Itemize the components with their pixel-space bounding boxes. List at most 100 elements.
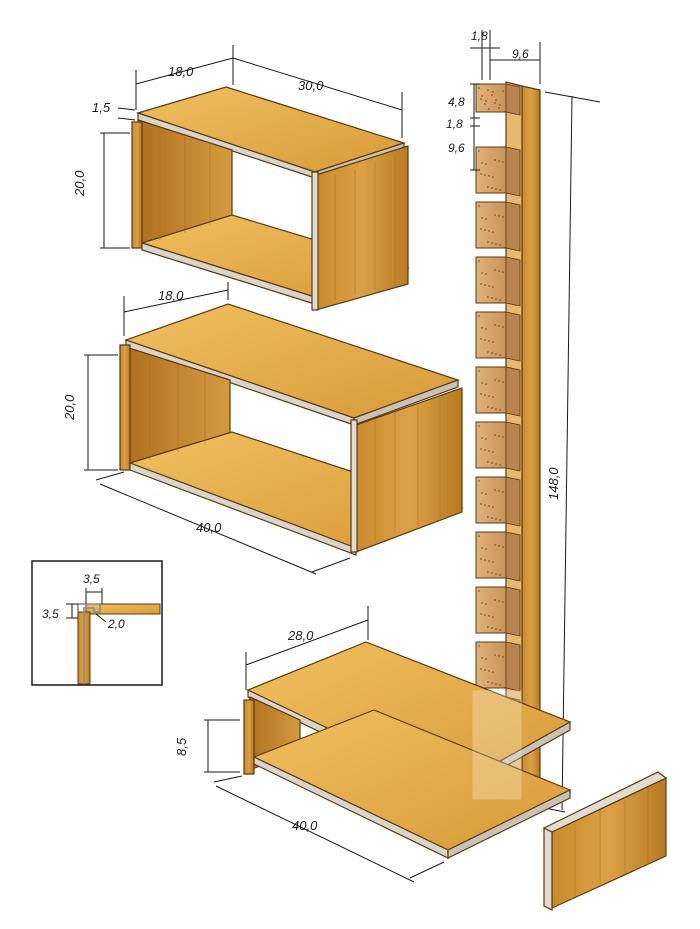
- cork-texture-dot: [492, 91, 494, 93]
- cork-texture-dot: [492, 561, 494, 563]
- cork-texture-dot: [492, 671, 494, 673]
- cork-texture-dot: [502, 491, 504, 493]
- column-slot-label: 1,8: [471, 29, 488, 43]
- joint-detail-inset: [31, 560, 163, 686]
- cork-block-side: [505, 586, 521, 637]
- cork-texture-dot: [502, 271, 504, 273]
- cork-texture-dot: [492, 231, 494, 233]
- cork-texture-dot: [485, 100, 487, 102]
- cork-texture-dot: [478, 150, 480, 152]
- cork-texture-dot: [478, 645, 480, 647]
- cork-texture-dot: [492, 176, 494, 178]
- detail-groove-label: 3,5: [83, 572, 100, 586]
- bottom-shelf-depth-label: 28,0: [287, 628, 314, 643]
- cork-texture-dot: [485, 163, 487, 165]
- cork-block-side: [505, 531, 521, 582]
- cork-texture-dot: [492, 451, 494, 453]
- cork-block-side: [505, 83, 521, 116]
- cork-texture-dot: [499, 629, 501, 631]
- cork-texture-dot: [480, 173, 482, 175]
- cork-texture-dot: [491, 94, 493, 96]
- cork-texture-dot: [502, 216, 504, 218]
- cork-texture-dot: [485, 383, 487, 385]
- cork-texture-dot: [495, 188, 497, 190]
- cork-texture-dot: [480, 393, 482, 395]
- cork-block-side: [505, 421, 521, 472]
- cork-texture-dot: [498, 160, 500, 162]
- detail-board-label: 2,0: [107, 617, 125, 631]
- cork-texture-dot: [488, 560, 490, 562]
- cork-texture-dot: [491, 187, 493, 189]
- cork-texture-dot: [487, 89, 489, 91]
- bottom-shelf-height-label: 8,5: [174, 737, 189, 756]
- cork-texture-dot: [492, 506, 494, 508]
- cork-texture-dot: [478, 87, 480, 89]
- cork-texture-dot: [481, 492, 483, 494]
- cork-texture-dot: [484, 103, 486, 105]
- cork-texture-dot: [484, 339, 486, 341]
- cork-texture-dot: [495, 683, 497, 685]
- column-total-label: 148,0: [546, 467, 561, 500]
- cork-texture-dot: [502, 90, 504, 92]
- detail-depth-label: 3,5: [42, 607, 59, 621]
- cork-texture-dot: [485, 603, 487, 605]
- cork-texture-dot: [488, 340, 490, 342]
- cork-texture-dot: [484, 394, 486, 396]
- cork-texture-dot: [484, 504, 486, 506]
- loose-side-panel: [542, 771, 668, 911]
- cork-texture-dot: [494, 379, 496, 381]
- cork-texture-dot: [492, 286, 494, 288]
- cork-texture-dot: [480, 558, 482, 560]
- column-width-label: 9,6: [512, 47, 529, 61]
- column-gap-label: 1,8: [446, 117, 463, 131]
- cork-block: [475, 311, 507, 359]
- cork-texture-dot: [502, 326, 504, 328]
- cork-texture-dot: [491, 407, 493, 409]
- cork-texture-dot: [491, 462, 493, 464]
- bottom-shelf-width-label: 40,0: [292, 818, 318, 833]
- cork-texture-dot: [491, 297, 493, 299]
- cork-texture-dot: [498, 490, 500, 492]
- cork-texture-dot: [494, 102, 496, 104]
- cork-texture-dot: [495, 518, 497, 520]
- cork-texture-dot: [488, 108, 490, 110]
- cork-texture-dot: [494, 159, 496, 161]
- cork-block: [475, 641, 507, 689]
- cork-block: [475, 421, 507, 469]
- cork-texture-dot: [492, 396, 494, 398]
- cork-texture-dot: [499, 409, 501, 411]
- cork-texture-dot: [499, 464, 501, 466]
- cork-block: [475, 83, 507, 113]
- cork-texture-dot: [480, 613, 482, 615]
- cork-texture-dot: [488, 285, 490, 287]
- cork-texture-dot: [487, 406, 489, 408]
- cork-texture-dot: [491, 352, 493, 354]
- cork-texture-dot: [498, 435, 500, 437]
- cork-texture-dot: [491, 572, 493, 574]
- cork-texture-dot: [480, 228, 482, 230]
- middle-box-dimensions: [84, 282, 351, 575]
- cork-texture-dot: [487, 571, 489, 573]
- cork-texture-dot: [487, 626, 489, 628]
- cork-block-side: [505, 256, 521, 307]
- cork-texture-dot: [481, 382, 483, 384]
- cork-texture-dot: [491, 682, 493, 684]
- cork-texture-dot: [480, 283, 482, 285]
- cork-texture-dot: [494, 489, 496, 491]
- middle-box-width-label: 40,0: [196, 520, 222, 535]
- cork-texture-dot: [481, 327, 483, 329]
- cork-texture-dot: [484, 559, 486, 561]
- cork-texture-dot: [499, 684, 501, 686]
- cork-texture-dot: [488, 450, 490, 452]
- cork-block-side: [505, 311, 521, 362]
- cork-texture-dot: [481, 657, 483, 659]
- cork-texture-dot: [487, 241, 489, 243]
- cork-texture-dot: [499, 104, 501, 106]
- top-box: [131, 86, 410, 311]
- cork-texture-dot: [487, 351, 489, 353]
- cork-texture-dot: [498, 325, 500, 327]
- cork-texture-dot: [502, 381, 504, 383]
- cork-texture-dot: [481, 602, 483, 604]
- top-box-height-label: 20,0: [72, 170, 87, 197]
- cork-texture-dot: [488, 395, 490, 397]
